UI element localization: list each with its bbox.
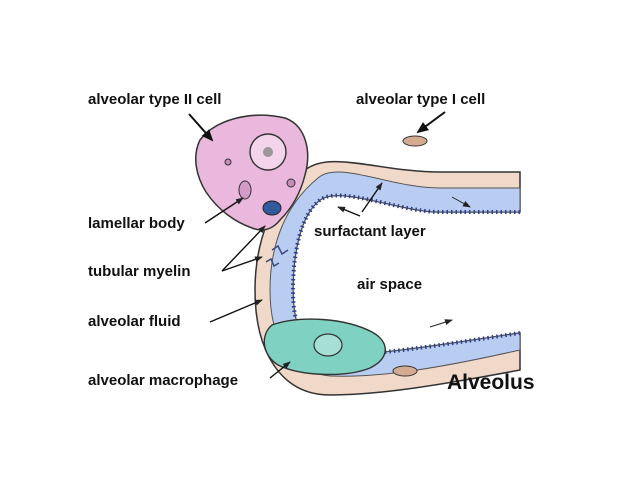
pointer-surfactant-2 xyxy=(361,182,383,213)
pointer-fluid xyxy=(209,299,263,323)
label-type2-cell: alveolar type II cell xyxy=(88,91,222,108)
wall-cell-nucleus xyxy=(392,365,418,377)
pointer-tubular-2 xyxy=(221,256,263,272)
pointer-type2 xyxy=(188,113,214,142)
vesicle xyxy=(286,178,296,188)
label-air-space: air space xyxy=(357,276,423,293)
pointer-macrophage xyxy=(269,361,291,379)
tubular-myelin xyxy=(265,244,289,268)
pointer-surfactant-1 xyxy=(337,206,361,217)
type1-cell-nucleus xyxy=(402,135,428,147)
label-lamellar-body: lamellar body xyxy=(88,215,185,232)
nucleolus xyxy=(263,147,273,157)
macrophage-nucleus xyxy=(313,333,343,357)
vesicle xyxy=(224,158,232,166)
label-alveolar-macrophage: alveolar macrophage xyxy=(88,372,239,389)
label-alveolar-fluid: alveolar fluid xyxy=(88,313,181,330)
pointer-type1 xyxy=(416,111,446,134)
lamellar-body-2 xyxy=(262,200,282,216)
flow-arrow-2 xyxy=(429,319,453,328)
label-tubular-myelin: tubular myelin xyxy=(88,263,191,280)
surfactant-fringe xyxy=(290,193,521,358)
pointer-tubular-1 xyxy=(221,225,266,272)
label-type1-cell: alveolar type I cell xyxy=(356,91,486,108)
flow-arrow-1 xyxy=(451,196,471,208)
lamellar-body-1 xyxy=(238,180,252,200)
pointer-lamellar xyxy=(204,197,244,224)
diagram-title: Alveolus xyxy=(447,371,535,394)
label-surfactant-layer: surfactant layer xyxy=(314,223,426,240)
